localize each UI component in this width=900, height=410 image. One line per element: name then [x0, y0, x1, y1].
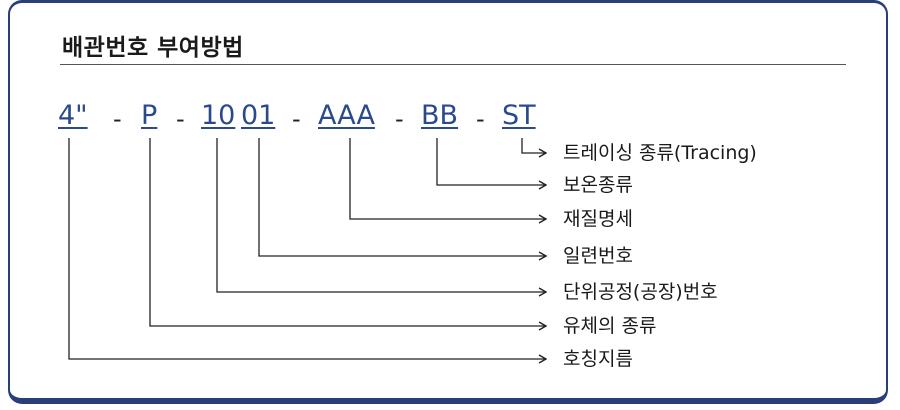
- label-material: 재질명세: [563, 208, 633, 230]
- separator-5: -: [476, 105, 485, 133]
- connector-serial: [258, 138, 548, 261]
- connector-unit: [216, 138, 548, 297]
- diagram-card: [8, 0, 888, 404]
- title-divider: [60, 64, 846, 65]
- code-size: 4": [58, 100, 88, 131]
- code-tracing: ST: [502, 100, 536, 131]
- separator-4: -: [395, 105, 404, 133]
- code-material: AAA: [318, 100, 375, 131]
- code-insulation: BB: [421, 100, 459, 131]
- label-unit: 단위공정(공장)번호: [563, 281, 718, 303]
- connector-insulation: [436, 138, 548, 190]
- diagram-title: 배관번호 부여방법: [62, 35, 244, 61]
- code-fluid: P: [141, 100, 158, 131]
- connector-size: [68, 138, 548, 364]
- connector-material: [349, 138, 548, 224]
- label-size: 호칭지름: [563, 348, 633, 370]
- separator-2: -: [176, 105, 185, 133]
- separator-3: -: [292, 105, 301, 133]
- label-fluid: 유체의 종류: [563, 315, 657, 337]
- label-insulation: 보온종류: [563, 174, 633, 196]
- label-serial: 일련번호: [563, 245, 633, 267]
- separator-1: -: [113, 105, 122, 133]
- code-serial: 01: [241, 100, 276, 131]
- connector-tracing: [521, 138, 548, 158]
- connector-fluid: [149, 138, 548, 331]
- label-tracing: 트레이싱 종류(Tracing): [563, 142, 757, 164]
- code-unit: 10: [201, 100, 236, 131]
